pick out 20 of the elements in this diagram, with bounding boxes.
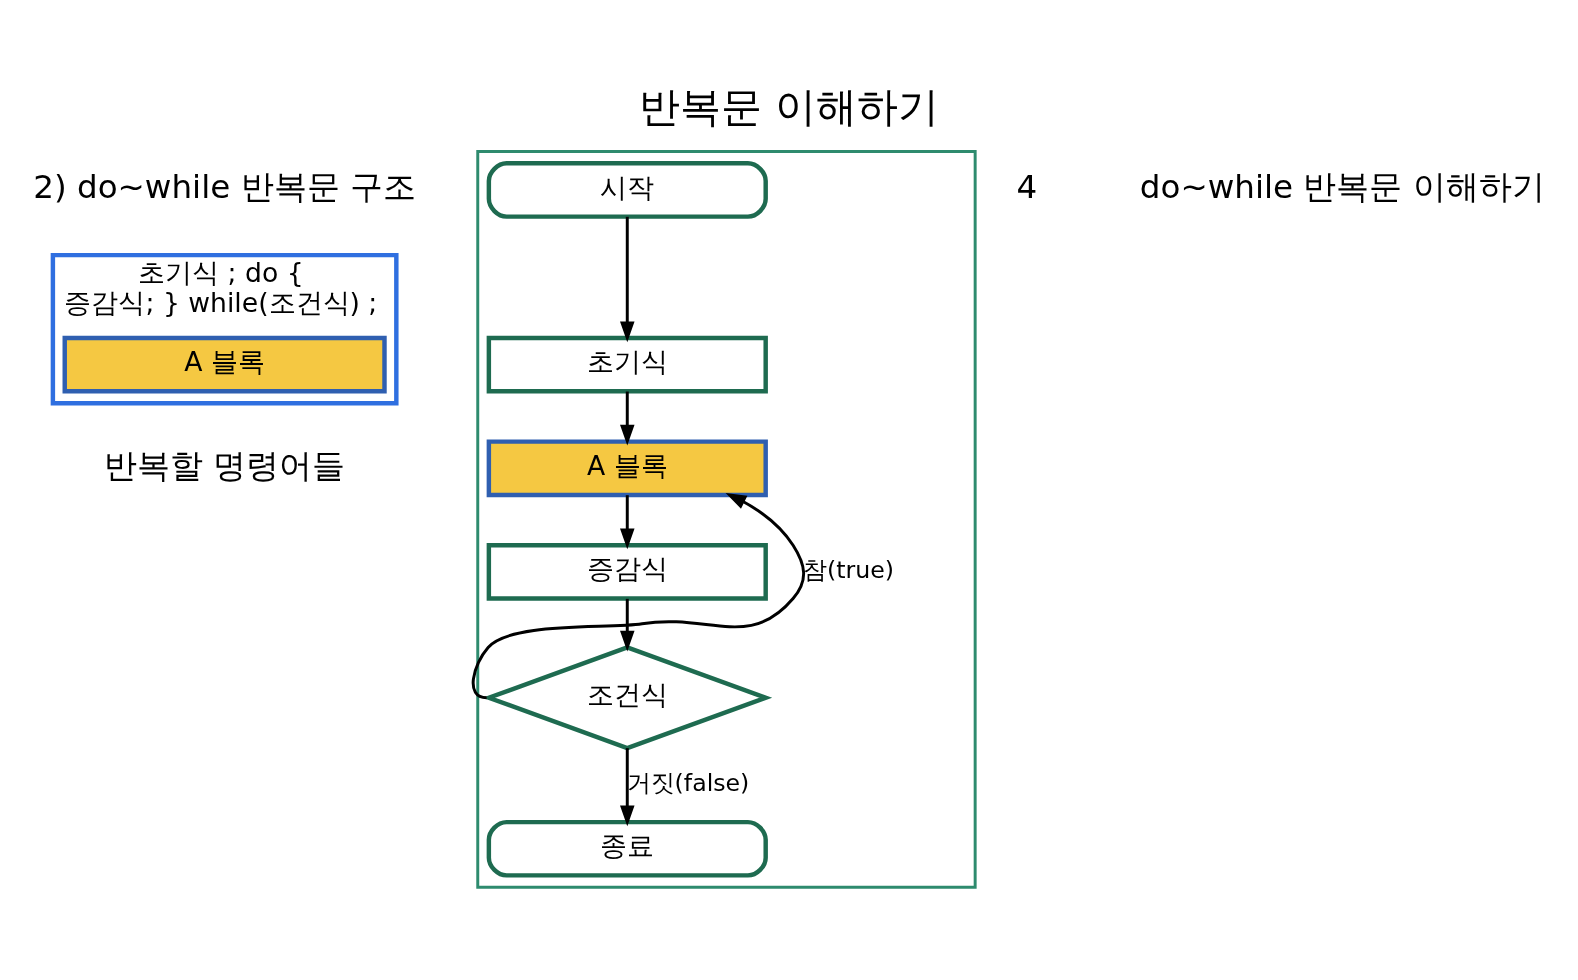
node-box: 시작 — [486, 160, 768, 219]
edge-label: 참(true) — [803, 555, 895, 584]
node-box: A 블록 — [62, 335, 387, 394]
label: do~while 반복문 이해하기 — [1139, 167, 1545, 206]
node-box: 초기식 — [486, 335, 768, 394]
arrow — [620, 216, 635, 342]
arrow — [620, 391, 635, 446]
label: 반복할 명령어들 — [103, 446, 346, 485]
diagram-title: 반복문 이해하기 — [638, 82, 940, 131]
arrow — [620, 598, 635, 651]
arrow — [471, 492, 806, 699]
node-box: A 블록 — [486, 438, 768, 497]
node-box: 종료 — [486, 819, 768, 878]
node-box: 증감식 — [486, 542, 768, 601]
label: 2) do~while 반복문 구조 — [33, 167, 416, 206]
label: 4 — [1016, 167, 1038, 206]
cluster — [476, 149, 977, 889]
arrow — [620, 494, 635, 549]
arrow — [620, 747, 635, 826]
edge-label: 거짓(false) — [626, 768, 750, 797]
